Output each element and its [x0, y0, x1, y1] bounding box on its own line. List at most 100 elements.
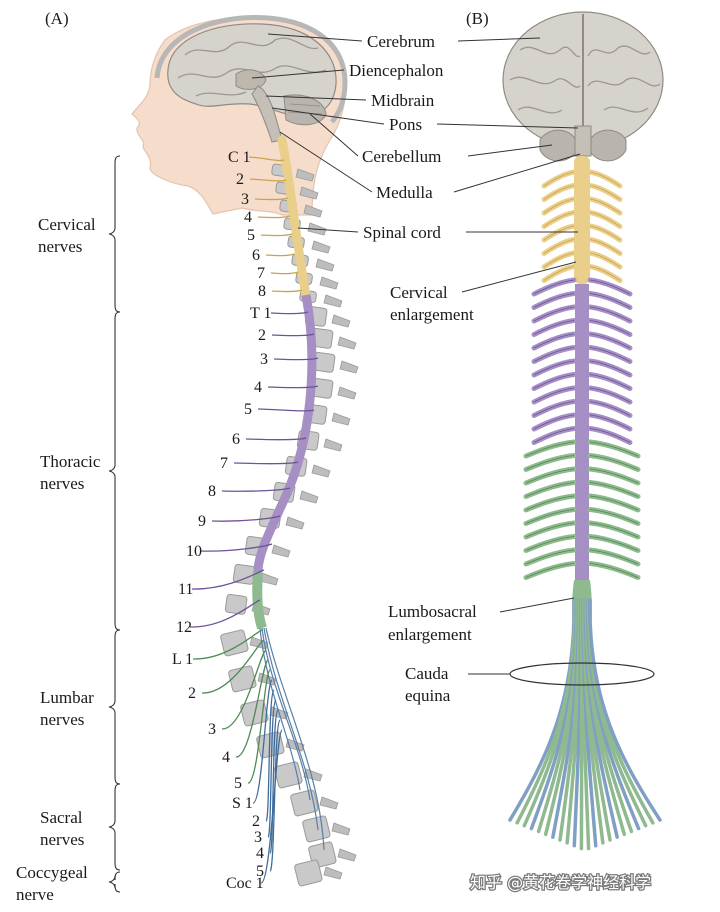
nerve-thoracic-5: [257, 408, 315, 412]
dorsal-nerve-outline: [589, 428, 631, 443]
vertebral-body: [224, 593, 248, 615]
label-midbrain: Midbrain: [371, 91, 435, 110]
segment-label-cervical-7: 7: [257, 265, 265, 282]
spinous-process: [337, 336, 357, 350]
dorsal-nerve-outline: [589, 333, 631, 349]
dorsal-nerve-outline: [589, 185, 621, 200]
label-spinal-cord: Spinal cord: [363, 223, 441, 242]
dorsal-nerve-outline: [589, 482, 639, 497]
watermark: 知乎 @黄花卷学神经科学: [470, 873, 651, 892]
dorsal-nerve: [587, 480, 641, 499]
dorsal-nerve: [531, 318, 577, 337]
segment-label-cervical-2: 2: [236, 171, 244, 188]
dorsal-nerve-outline: [543, 212, 575, 227]
dorsal-nerve: [541, 250, 577, 270]
group-label-cervical-2: nerves: [38, 237, 82, 256]
dorsal-nerve-outline: [589, 522, 639, 538]
dorsal-nerve-outline: [589, 441, 639, 457]
dorsal-nerve: [531, 331, 577, 351]
dorsal-nerve-outline: [589, 198, 621, 214]
spinous-process: [319, 276, 339, 290]
dorsal-nerve-outline: [589, 266, 621, 281]
dorsal-nerve: [587, 237, 623, 256]
group-label-lumbar-1: Lumbar: [40, 688, 94, 707]
dorsal-nerve-outline: [589, 401, 631, 416]
panel-b: (B): [466, 9, 664, 851]
nerve-thoracic-11: [191, 569, 265, 590]
bracket-thoracic: [108, 311, 121, 631]
dorsal-nerve-outline: [525, 441, 575, 457]
spinous-process: [295, 168, 315, 182]
dorsal-nerve: [531, 304, 577, 324]
nerve-lumbar-1: [192, 629, 263, 660]
dorsal-nerve: [587, 169, 623, 189]
spinous-process: [339, 360, 359, 374]
segment-label-lumbar-4: 4: [222, 749, 230, 766]
cauda-equina-dorsal: [508, 598, 662, 851]
nerve-lumbar-2: [201, 639, 265, 694]
label-lumbosacral-enlargement-2: enlargement: [388, 625, 472, 644]
dorsal-nerve: [587, 291, 633, 310]
dorsal-nerve: [541, 196, 577, 216]
segment-label-thoracic-12: 12: [176, 619, 192, 636]
segment-label-thoracic-4: 4: [254, 379, 262, 396]
nerve-thoracic-8: [221, 487, 291, 492]
spinous-process: [323, 866, 343, 880]
dorsal-nerve: [587, 318, 633, 337]
label-diencephalon: Diencephalon: [349, 61, 444, 80]
dorsal-nerve: [587, 412, 633, 432]
segment-label-thoracic-1: T 1: [250, 305, 271, 322]
spinous-process: [323, 438, 343, 452]
dorsal-nerve-outline: [589, 455, 639, 470]
segment-label-thoracic-7: 7: [220, 455, 228, 472]
label-cauda-equina-2: equina: [405, 686, 451, 705]
dorsal-nerve: [523, 466, 577, 486]
dorsal-nerve-outline: [589, 563, 639, 578]
label-pons: Pons: [389, 115, 422, 134]
dorsal-nerve: [587, 493, 641, 513]
dorsal-nerve-outline: [525, 536, 575, 551]
label-cauda-equina-1: Cauda: [405, 664, 449, 683]
dorsal-nerve: [523, 520, 577, 540]
dorsal-nerve: [587, 277, 633, 297]
segment-label-cervical-3: 3: [241, 191, 249, 208]
dorsal-nerve: [523, 547, 577, 567]
dorsal-nerve: [523, 534, 577, 553]
structure-labels: Cerebrum Diencephalon Midbrain Pons Cere…: [251, 32, 581, 705]
segment-label-thoracic-3: 3: [260, 351, 268, 368]
spinous-process: [331, 412, 351, 426]
nerve-lumbar-4: [235, 659, 269, 758]
cord-thoracic: [253, 294, 317, 573]
group-label-coccygeal-2: nerve: [16, 885, 54, 904]
nerve-cervical-1: [248, 156, 285, 162]
dorsal-nerve: [587, 385, 633, 405]
spinous-process: [315, 258, 335, 272]
dorsal-nerve-outline: [589, 360, 631, 376]
panel-b-label: (B): [466, 9, 489, 28]
dorsal-nerve: [587, 520, 641, 540]
dorsal-nerve: [587, 223, 623, 243]
group-label-thoracic-2: nerves: [40, 474, 84, 493]
cerebellum-lateral: [283, 94, 327, 126]
segment-label-thoracic-9: 9: [198, 513, 206, 530]
segment-label-lumbar-3: 3: [208, 721, 216, 738]
vertebral-body: [290, 789, 319, 817]
bracket-cervical: [108, 155, 121, 313]
spinous-process: [285, 738, 305, 752]
dorsal-nerve: [587, 331, 633, 351]
spinous-process: [331, 822, 351, 836]
segment-label-thoracic-6: 6: [232, 431, 240, 448]
nerve-sacral-2: [265, 689, 275, 822]
dorsal-nerve-outline: [525, 495, 575, 511]
group-label-sacral-1: Sacral: [40, 808, 83, 827]
nerve-thoracic-2: [271, 333, 315, 337]
dorsal-nerve-outline: [543, 171, 575, 187]
label-cerebrum: Cerebrum: [367, 32, 435, 51]
dorsal-nerve-outline: [543, 198, 575, 214]
cauda-fiber: [588, 598, 662, 822]
dorsal-nerve: [531, 358, 577, 378]
dorsal-nerve-outline: [533, 306, 575, 322]
group-label-lumbar-2: nerves: [40, 710, 84, 729]
dorsal-nerve: [587, 210, 623, 229]
